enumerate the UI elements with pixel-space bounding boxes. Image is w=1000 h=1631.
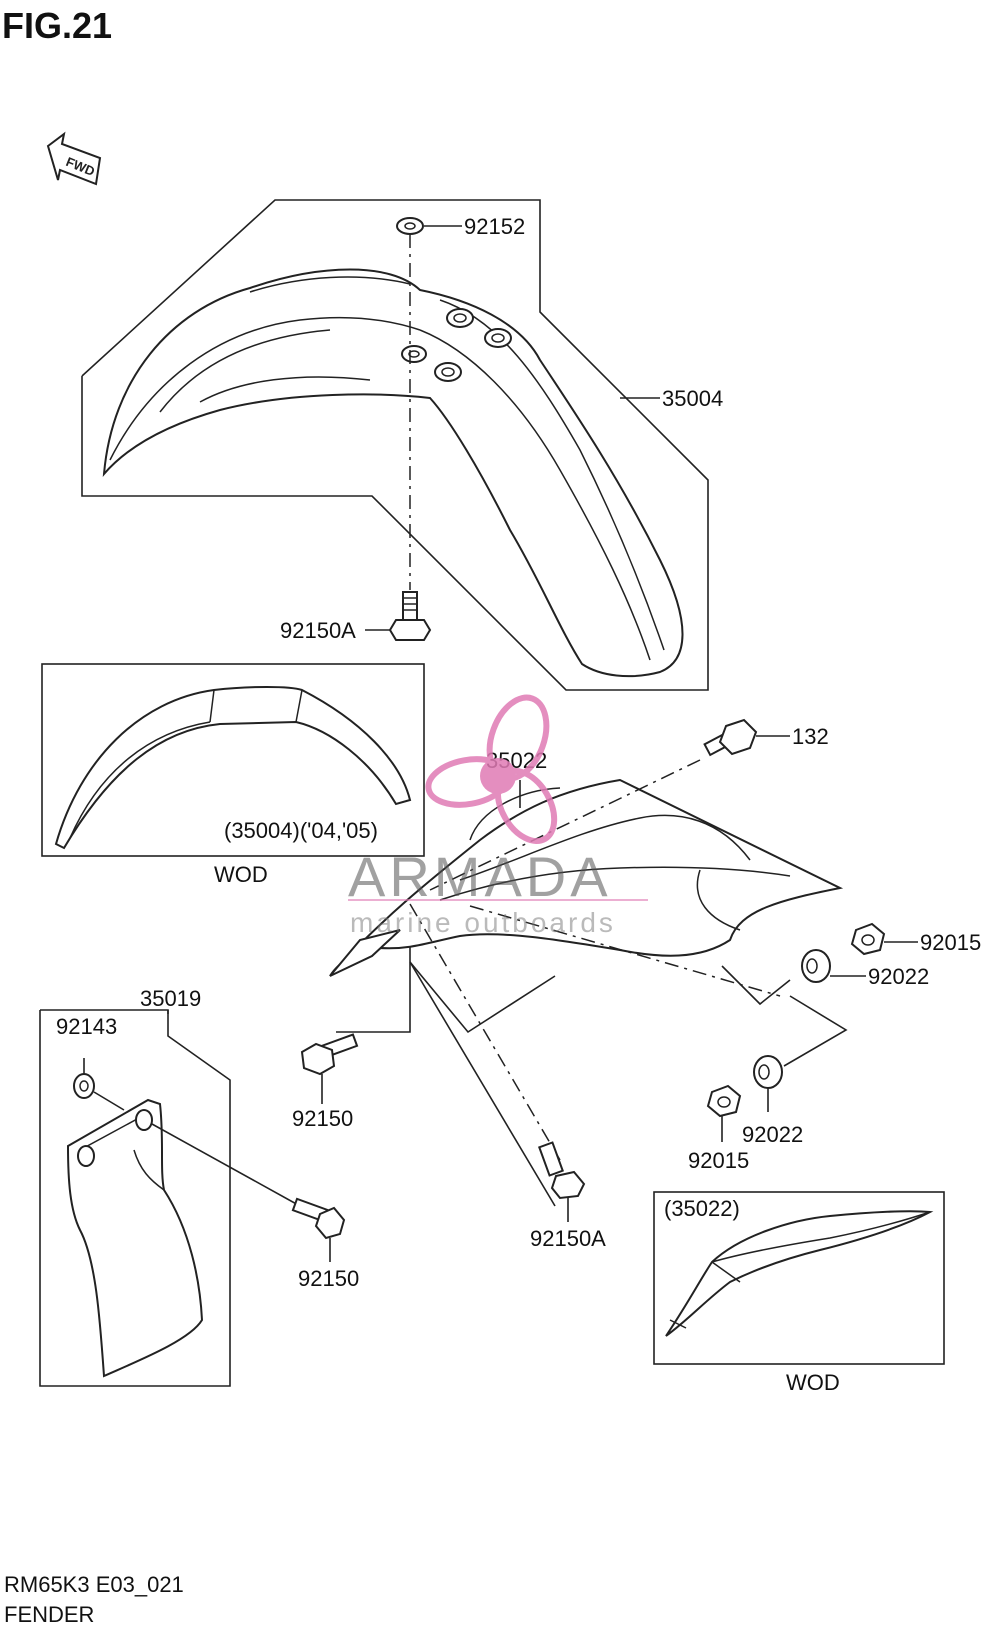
nut-92015-lower-icon: [706, 1084, 742, 1118]
front-fender-body: [102, 268, 684, 678]
bolt-132-icon: [703, 718, 758, 757]
washer-92152-icon: [396, 217, 424, 235]
part-label-132: 132: [792, 724, 829, 749]
figure-title: FIG.21: [2, 5, 112, 46]
washer-92022-lower-icon: [753, 1055, 783, 1089]
fwd-arrow-icon: FWD: [46, 131, 102, 186]
bolt-92150-lower-icon: [291, 1197, 346, 1240]
watermark-tagline: marine outboards: [350, 907, 616, 938]
propeller-logo-icon: [425, 694, 558, 845]
part-label-92015-lower: 92015: [688, 1148, 749, 1173]
part-label-92150-lower: 92150: [298, 1266, 359, 1291]
bolt-92150a-lower-icon: [538, 1141, 586, 1200]
part-label-35019: 35019: [140, 986, 201, 1011]
armada-watermark: ARMADA marine outboards: [348, 694, 648, 938]
bolt-92150-middle-icon: [300, 1033, 359, 1076]
part-label-92150a-upper: 92150A: [280, 618, 356, 643]
part-label-92022-right: 92022: [868, 964, 929, 989]
part-label-92143: 92143: [56, 1014, 117, 1039]
part-label-92152: 92152: [464, 214, 525, 239]
inset2-variant: WOD: [786, 1370, 840, 1395]
part-label-92022-lower: 92022: [742, 1122, 803, 1147]
bolt-92150a-icon: [388, 591, 432, 641]
rear-fender-group: 35022 132 92015 92022 92022: [292, 718, 981, 1251]
inset-rear-fender-variant: (35022) WOD: [653, 1191, 945, 1395]
section-name: FENDER: [4, 1602, 94, 1627]
front-fender-group: 92152 92150A 35004: [81, 199, 723, 691]
inset1-variant: WOD: [214, 862, 268, 887]
nut-92015-right-icon: [850, 922, 886, 956]
front-fender-frame: [81, 199, 709, 691]
mud-guard-group: 35019 92143 92150: [39, 986, 359, 1387]
grommet-92143-icon: [73, 1073, 95, 1099]
inset2-reference: (35022): [664, 1196, 740, 1221]
washer-92022-right-icon: [801, 949, 831, 983]
model-code: RM65K3 E03_021: [4, 1572, 184, 1597]
part-label-35004: 35004: [662, 386, 723, 411]
part-label-92150-middle: 92150: [292, 1106, 353, 1131]
inset1-reference: (35004)('04,'05): [224, 818, 378, 843]
mud-guard-plate: [66, 1098, 204, 1378]
inset-front-fender-variant: (35004)('04,'05) WOD: [41, 663, 425, 887]
part-label-92150a-lower: 92150A: [530, 1226, 606, 1251]
part-label-92015-right: 92015: [920, 930, 981, 955]
rear-fender-body: [329, 778, 844, 977]
watermark-brand: ARMADA: [348, 845, 612, 908]
